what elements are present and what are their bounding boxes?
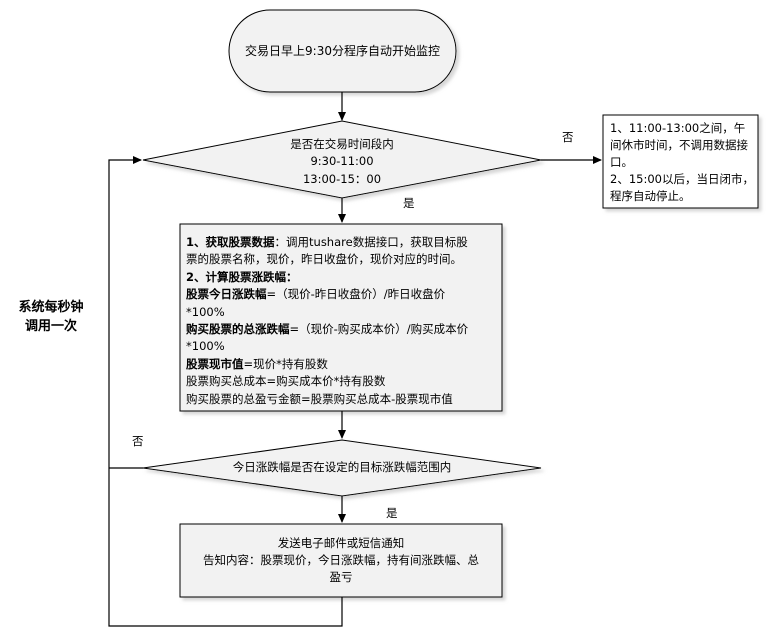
decision1-line2: 9:30-11:00	[310, 154, 374, 168]
notify-line3: 盈亏	[329, 570, 353, 584]
process-line4: 股票今日涨跌幅=（现价-昨日收盘价）/昨日收盘价	[186, 286, 496, 303]
note-line1: 1、11:00-13:00之间，午间休市时间，不调用数据接口。	[610, 121, 748, 169]
decision1-yes-label: 是	[403, 196, 415, 210]
note-line2: 2、15:00以后，当日闭市，程序自动停止。	[610, 172, 754, 203]
note-box	[602, 114, 759, 209]
notify-box	[179, 523, 503, 598]
process-line6-bold: 购买股票的总涨跌幅	[186, 322, 290, 337]
notify-line1: 发送电子邮件或短信通知	[277, 536, 405, 550]
notify-line2: 告知内容：股票现价，今日涨跌幅，持有间涨跌幅、总	[203, 553, 479, 567]
process-line8-bold: 股票现市值	[186, 356, 244, 371]
process-text: 1、获取股票数据：调用tushare数据接口，获取目标股 票的股票名称，现价，昨…	[186, 234, 496, 408]
loop-label-line1: 系统每秒钟	[18, 300, 84, 315]
process-line1-rest: ：调用tushare数据接口，获取目标股	[274, 235, 468, 249]
process-line4-bold: 股票今日涨跌幅	[186, 287, 267, 302]
process-line9: 股票购买总成本=购买成本价*持有股数	[186, 374, 386, 389]
decision1-line3: 13:00-15：00	[302, 172, 382, 186]
connector-loop-back	[108, 156, 343, 627]
decision2-text: 今日涨跌幅是否在设定的目标涨跌幅范围内	[232, 460, 452, 474]
decision2-no-label: 否	[132, 434, 144, 448]
decision1-no-label: 否	[562, 130, 574, 144]
process-line3-bold: 2、计算股票涨跌幅：	[186, 269, 298, 284]
process-line8-rest: =现价*持有股数	[243, 356, 328, 371]
loop-label-line2: 调用一次	[24, 319, 77, 334]
process-line6: 购买股票的总涨跌幅=（现价-购买成本价）/购买成本价	[186, 321, 496, 338]
process-line4-rest: =（现价-昨日收盘价）/昨日收盘价	[266, 287, 446, 302]
process-box	[179, 223, 503, 412]
decision1-line1: 是否在交易时间段内	[290, 137, 394, 151]
note-text: 1、11:00-13:00之间，午间休市时间，不调用数据接口。 2、15:00以…	[610, 120, 756, 205]
process-line8: 股票现市值=现价*持有股数	[186, 356, 496, 373]
process-line3: 2、计算股票涨跌幅：	[186, 269, 496, 286]
start-label: 交易日早上9:30分程序自动开始监控	[245, 44, 440, 58]
process-line1: 1、获取股票数据：调用tushare数据接口，获取目标股	[186, 234, 496, 251]
process-line1-bold: 1、获取股票数据	[186, 235, 275, 249]
process-line6-rest: =（现价-购买成本价）/购买成本价	[289, 322, 469, 337]
process-line10: 购买股票的总盈亏金额=股票购买总成本-股票现市值	[186, 391, 453, 406]
process-line2: 票的股票名称，现价，昨日收盘价，现价对应的时间。	[186, 252, 462, 267]
process-line5: *100%	[186, 304, 225, 319]
decision2-yes-label: 是	[386, 506, 398, 520]
process-line7: *100%	[186, 339, 225, 354]
